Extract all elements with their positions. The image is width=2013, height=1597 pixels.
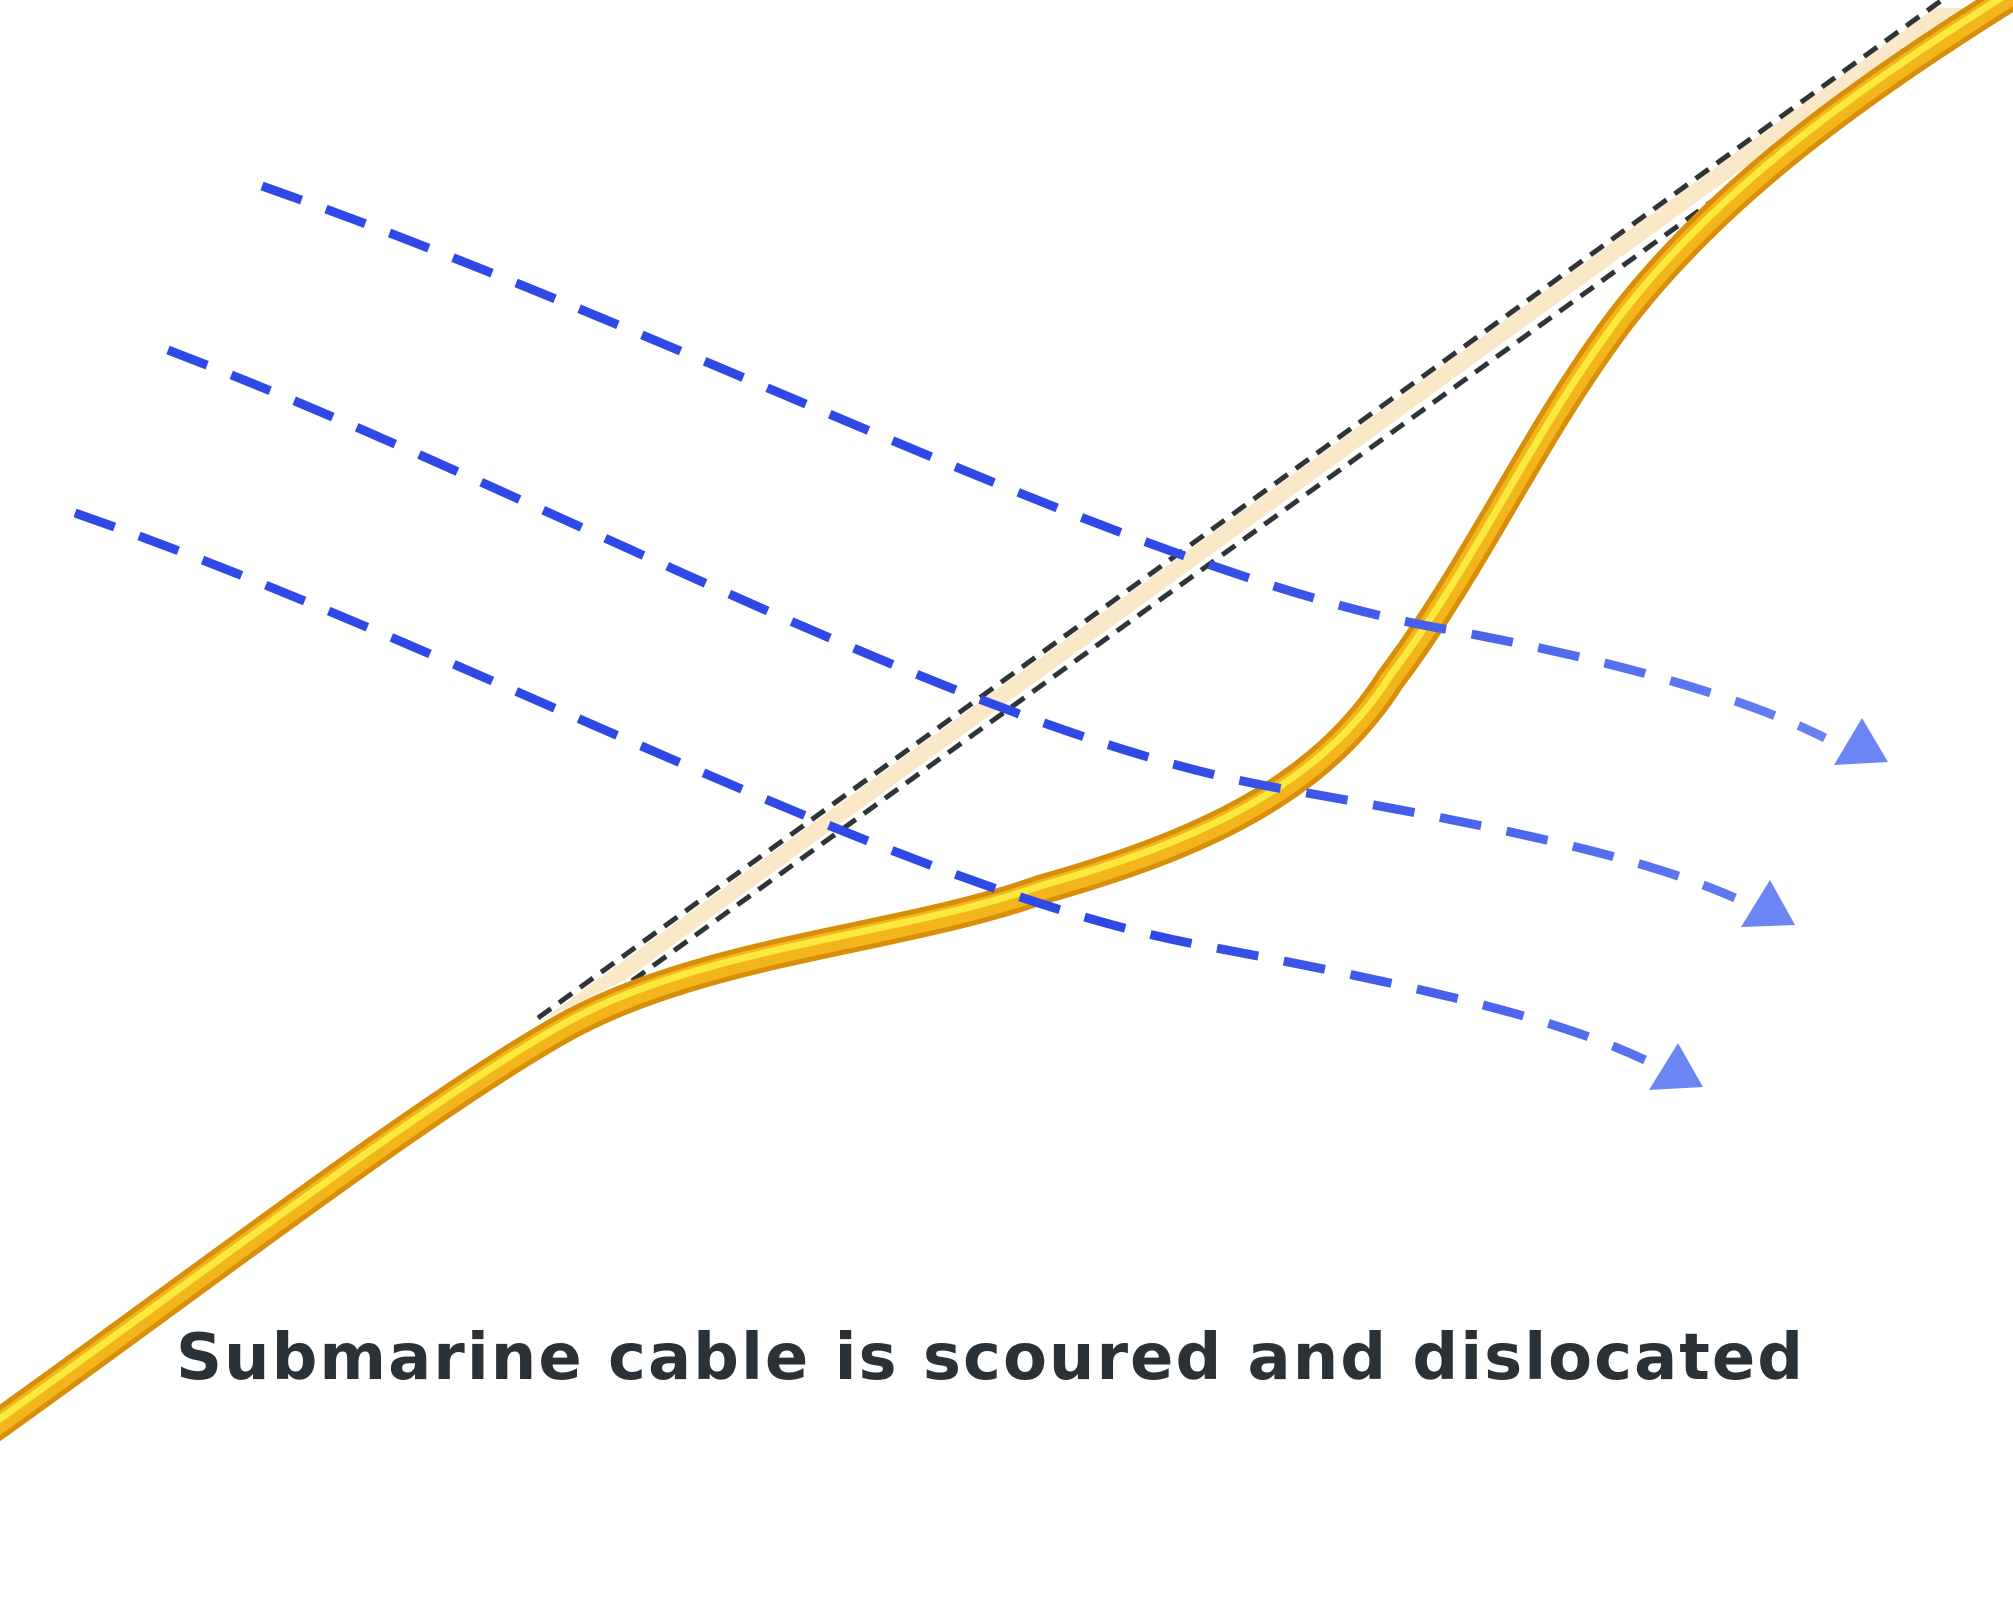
arrow-right-icon (1834, 718, 1888, 765)
current-flow-line-bottom (73, 508, 1647, 1065)
arrow-right-icon (1741, 880, 1795, 927)
submarine-cable (0, 0, 2013, 1442)
current-flow-line-middle (166, 345, 1737, 903)
current-flow-line-top (260, 181, 1828, 743)
original-route-band (542, 0, 2013, 1020)
diagram-caption: Submarine cable is scoured and dislocate… (175, 1321, 1806, 1395)
current-flow-lines (73, 181, 1888, 1090)
cable-highlight (0, 0, 2005, 1424)
original-route-outline-upper (536, 0, 1944, 1021)
arrow-right-icon (1649, 1043, 1703, 1090)
